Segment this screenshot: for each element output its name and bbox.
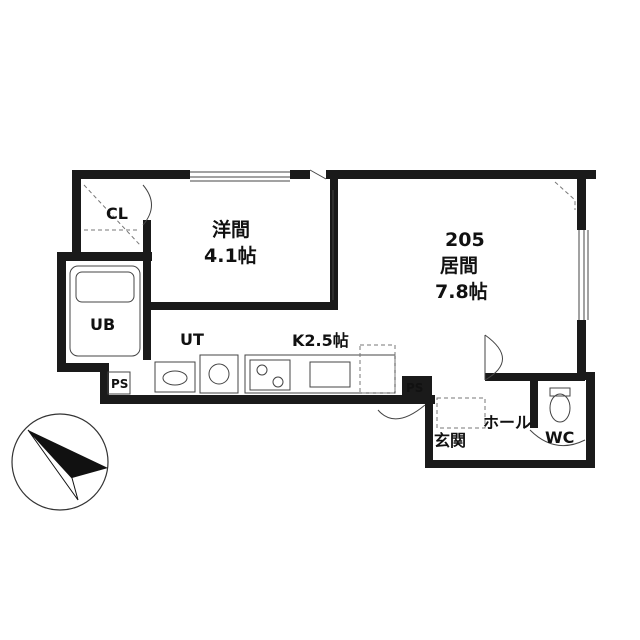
- walls: [57, 170, 596, 468]
- entrance-label: 玄関: [434, 431, 466, 450]
- pipe-space-left-label: PS: [111, 377, 128, 391]
- north-arrow-icon: [11, 413, 109, 511]
- closet-label: CL: [106, 204, 128, 223]
- fixtures: [69, 181, 586, 447]
- utility-label: UT: [180, 330, 204, 349]
- toilet-label: WC: [545, 428, 574, 447]
- living-room-size: 7.8帖: [435, 280, 488, 303]
- unit-number: 205: [445, 229, 485, 251]
- hall-label: ホール: [483, 413, 531, 432]
- western-room-name: 洋間: [212, 218, 250, 241]
- unit-bath-label: UB: [90, 315, 115, 334]
- living-room-name: 居間: [440, 255, 478, 277]
- kitchen-label: K2.5帖: [292, 331, 349, 350]
- pipe-space-right-label: PS: [406, 381, 423, 395]
- western-room-size: 4.1帖: [204, 244, 257, 267]
- windows: [190, 169, 589, 320]
